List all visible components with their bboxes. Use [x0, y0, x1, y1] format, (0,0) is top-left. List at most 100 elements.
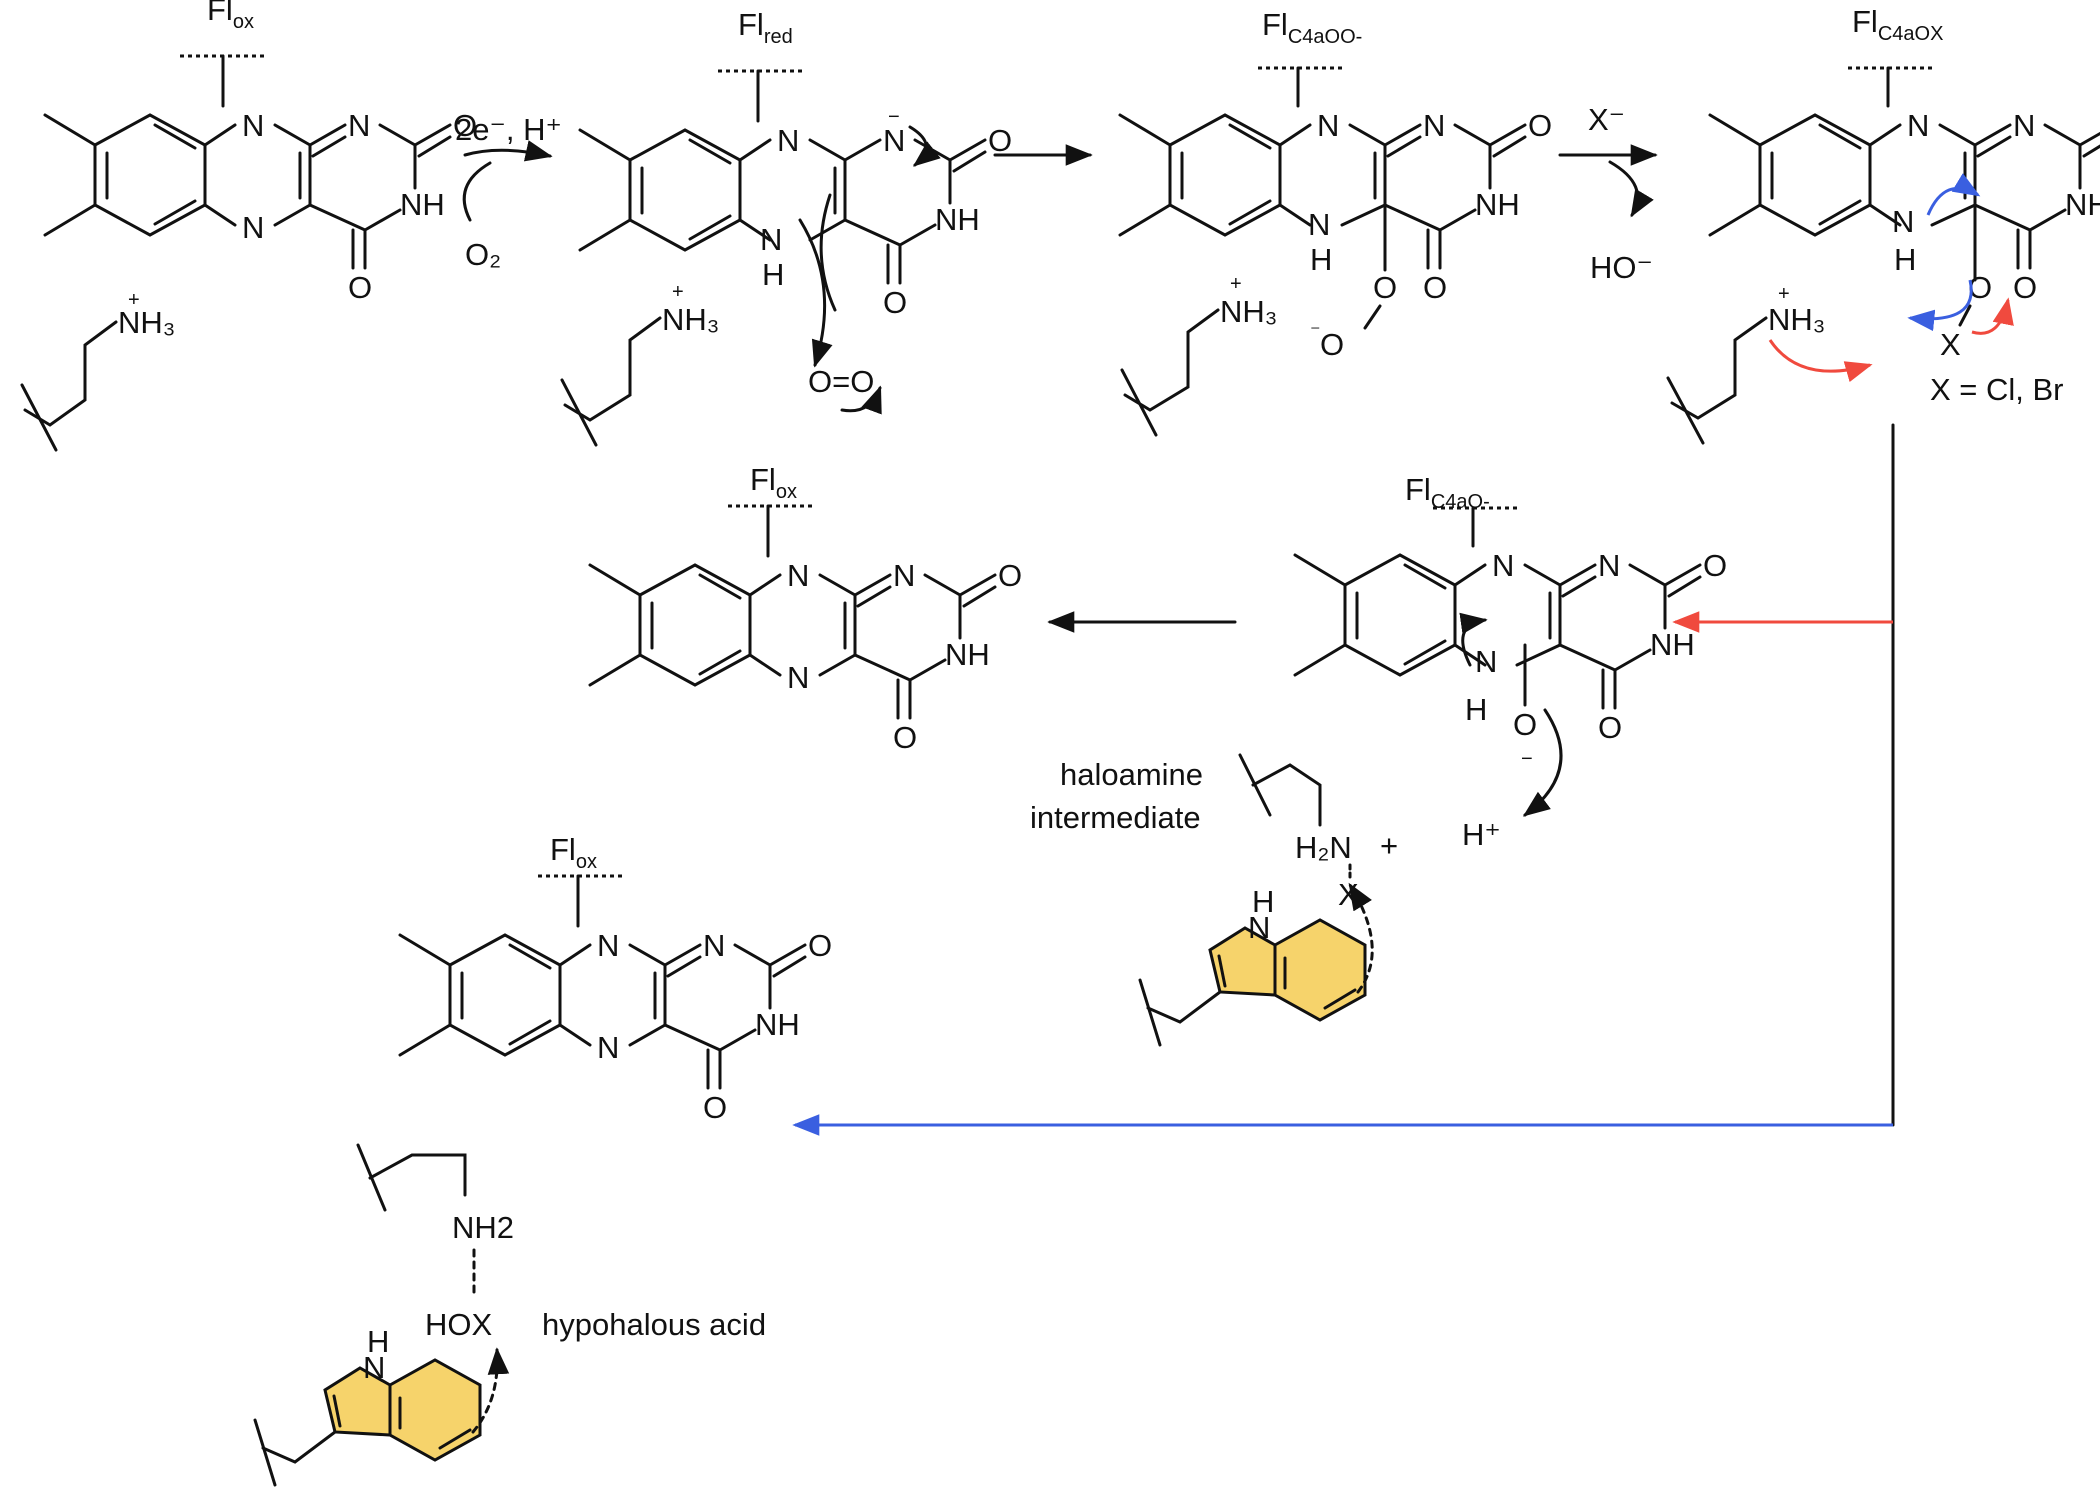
- haloamine-label-line2: intermediate: [1030, 800, 1201, 835]
- atom-n1: N: [348, 108, 370, 143]
- step3-reagent-top: X⁻: [1588, 102, 1625, 137]
- atom-n10: N: [1492, 548, 1514, 583]
- atom-o2: O: [998, 558, 1022, 593]
- dioxygen: O=O: [808, 364, 882, 415]
- peroxy-o1: O: [1373, 270, 1397, 305]
- o2-molecule: O=O: [808, 364, 874, 399]
- step1-reagent-top: 2e⁻, H⁺: [455, 112, 562, 147]
- step3-reagent-bottom: HO⁻: [1590, 250, 1653, 285]
- atom-n1: N: [1423, 108, 1445, 143]
- atom-o2: O: [1528, 108, 1552, 143]
- atom-o4: O: [2013, 270, 2037, 305]
- alkoxide-o: O: [1513, 707, 1537, 742]
- lysine-residue-2: + NH₃: [560, 281, 719, 447]
- flavin-label: Flox: [207, 0, 254, 33]
- lysine-amine: NH2: [452, 1210, 514, 1245]
- atom-n10: N: [1907, 108, 1929, 143]
- flavin-label: Flox: [750, 462, 797, 503]
- hypohalous-acid-label: hypohalous acid: [542, 1307, 766, 1342]
- flavin-label: FlC4aOX: [1852, 4, 1943, 45]
- peroxy-charge: ⁻: [1310, 321, 1321, 343]
- atom-n5: N: [242, 210, 264, 245]
- flavin-label: FlC4aO-: [1405, 472, 1490, 513]
- atom-o2: O: [808, 928, 832, 963]
- atom-n5-h: H: [762, 257, 784, 292]
- proton-product: H⁺: [1462, 817, 1501, 852]
- flavin-c4a-peroxide: FlC4aOO- N N H N O NH O O O: [1118, 7, 1552, 362]
- flavin-oxidized-3: Flox N N N O NH O: [398, 832, 832, 1125]
- flavin-reduced: Flred N N H N − O NH O: [578, 7, 1012, 368]
- atom-n5h: N: [1475, 644, 1497, 679]
- step1-arrow: 2e⁻, H⁺ O₂: [455, 112, 562, 272]
- atom-n10: N: [1317, 108, 1339, 143]
- atom-o4: O: [1423, 270, 1447, 305]
- flavin-c4a-alkoxide: FlC4aO- N N H N O NH O O −: [1293, 472, 1727, 817]
- atom-n10: N: [787, 558, 809, 593]
- lysine-residue-4: + NH₃: [1666, 283, 1873, 445]
- atom-n10: N: [777, 123, 799, 158]
- atom-o2: O: [1703, 548, 1727, 583]
- atom-n3h: NH: [1475, 187, 1520, 222]
- ammonium-charge: +: [1778, 283, 1790, 305]
- atom-n5-h: H: [1310, 242, 1332, 277]
- haloamine-intermediate: haloamine intermediate H₂N + X: [1030, 753, 1398, 912]
- flavin-label: Flox: [550, 832, 597, 873]
- atom-o4: O: [883, 285, 907, 320]
- atom-o4: O: [1598, 710, 1622, 745]
- ammonium-charge: +: [128, 289, 140, 311]
- ammonium: NH₃: [662, 302, 719, 337]
- hypohalous-acid-formula: HOX: [425, 1307, 493, 1342]
- lysine-residue-1: + NH₃: [20, 289, 175, 452]
- atom-n1: N: [1598, 548, 1620, 583]
- atom-n1: N: [2013, 108, 2035, 143]
- atom-n1-charge: −: [888, 106, 900, 128]
- atom-o4: O: [703, 1090, 727, 1125]
- halogen-definition: X = Cl, Br: [1930, 372, 2064, 407]
- atom-n3h: NH: [1650, 627, 1695, 662]
- indole-n: N: [363, 1350, 385, 1385]
- atom-n3h: NH: [945, 637, 990, 672]
- flavin-label: FlC4aOO-: [1262, 7, 1362, 48]
- atom-o4: O: [893, 720, 917, 755]
- lysine-hypohalous-complex: NH2 HOX hypohalous acid: [356, 1143, 766, 1342]
- atom-n5: N: [787, 660, 809, 695]
- alkoxide-charge: −: [1521, 748, 1533, 770]
- ammonium-charge: +: [672, 281, 684, 303]
- atom-n3h: NH: [755, 1007, 800, 1042]
- indole-nh: H: [367, 1324, 389, 1359]
- atom-o2: O: [988, 123, 1012, 158]
- atom-n10: N: [597, 928, 619, 963]
- step1-reagent-bottom: O₂: [465, 237, 501, 272]
- peroxy-o2: O: [1320, 327, 1344, 362]
- indole-nh: H: [1252, 884, 1274, 919]
- tryptophan-indole-2: H N: [253, 1324, 510, 1487]
- hypohalite-x: X: [1940, 327, 1961, 362]
- atom-n3h: NH: [2065, 187, 2100, 222]
- haloamine-charge: +: [1380, 828, 1398, 863]
- atom-n5h: N: [1892, 204, 1914, 239]
- atom-n5h: N: [760, 222, 782, 257]
- atom-n3h: NH: [400, 187, 445, 222]
- ammonium: NH₃: [1768, 302, 1825, 337]
- atom-n1: N: [893, 558, 915, 593]
- haloamine-label-line1: haloamine: [1060, 757, 1203, 792]
- atom-n5: N: [597, 1030, 619, 1065]
- flavin-label: Flred: [738, 7, 793, 48]
- tryptophan-indole-1: H N: [1138, 882, 1374, 1047]
- haloamine-n: H₂N: [1295, 830, 1352, 865]
- flavin-oxidized-2: Flox N N N O NH O: [588, 462, 1022, 755]
- atom-n5h: N: [1308, 207, 1330, 242]
- ammonium: NH₃: [118, 305, 175, 340]
- flavin-oxidized-1: Flox N N N O NH O: [43, 0, 477, 305]
- step3-arrow: X⁻ HO⁻: [1558, 102, 1658, 285]
- atom-n1-anion: N: [883, 123, 905, 158]
- haloamine-x: X: [1338, 877, 1359, 912]
- lysine-residue-3: + NH₃: [1120, 273, 1277, 437]
- atom-o2: O: [453, 108, 477, 143]
- flavin-c4a-hypohalite: FlC4aOX N N H N O NH O O X: [1708, 4, 2100, 362]
- indole-n: N: [1248, 910, 1270, 945]
- atom-n10: N: [242, 108, 264, 143]
- atom-n3h: NH: [935, 202, 980, 237]
- atom-n1: N: [703, 928, 725, 963]
